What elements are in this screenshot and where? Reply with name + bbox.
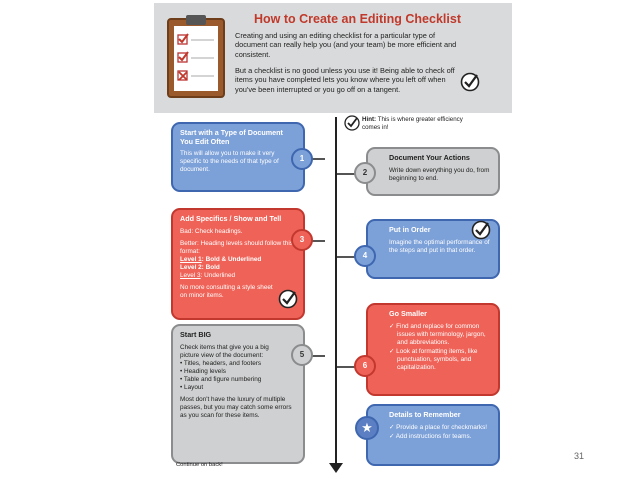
step-title: Go Smaller [389,309,427,318]
intro-paragraph-1: Creating and using an editing checklist … [235,31,457,59]
step-title: Put in Order [389,225,431,234]
step-card-6: Go Smaller Find and replace for common i… [366,303,500,396]
level-1-rule: Level 1: Bold & Underlined [180,255,262,263]
step-card-details: Details to Remember Provide a place for … [366,404,500,466]
connector [305,158,325,160]
timeline-arrow-icon [329,463,343,473]
step-list: Find and replace for common issues with … [375,323,491,372]
step-footer: Most don't have the luxury of multiple p… [180,395,292,419]
level-3-rule: Level 3: Underlined [180,271,236,279]
list-item: Add instructions for teams. [389,433,491,441]
step-number-2: 2 [354,162,376,184]
list-item: Layout [180,384,296,392]
check-circle-icon [471,220,491,240]
step-card-5: Start BIG Check items that give you a bi… [171,324,305,464]
list-item: Titles, headers, and footers [180,360,296,368]
step-number-5: 5 [291,344,313,366]
step-footer: No more consulting a style sheet on mino… [180,283,273,299]
intro-paragraph-2: But a checklist is no good unless you us… [235,66,455,94]
step-body: This will allow you to make it very spec… [180,150,279,174]
step-number-3: 3 [291,229,313,251]
step-card-2: Document Your Actions Write down everyth… [366,147,500,196]
list-item: Find and replace for common issues with … [389,323,491,347]
page-number: 31 [574,451,585,461]
list-item: Provide a place for checkmarks! [389,424,491,432]
hint-check-icon [344,115,360,131]
check-circle-icon [278,289,298,309]
check-circle-icon [460,72,480,92]
connector [305,240,325,242]
step-title: Start BIG [180,330,212,339]
step-number-1: 1 [291,148,313,170]
bad-example: Bad: Check headings. [180,227,243,235]
step-intro: Check items that give you a big picture … [180,343,269,359]
list-item: Heading levels [180,368,296,376]
better-example: Better: Heading levels should follow thi… [180,239,293,255]
connector [337,173,357,175]
step-number-6: 6 [354,355,376,377]
step-card-1: Start with a Type of Document You Edit O… [171,122,305,192]
infographic-slide: How to Create an Editing Checklist Creat… [154,3,512,477]
step-title: Start with a Type of Document You Edit O… [180,128,283,146]
list-item: Table and figure numbering [180,376,296,384]
hint-text: Hint: This is where greater efficiency c… [362,116,463,131]
timeline-line [335,117,337,467]
step-list: Titles, headers, and footers Heading lev… [180,360,296,392]
connector [337,366,357,368]
level-2-rule: Level 2: Bold [180,263,220,271]
step-body: Imagine the optimal performance of the s… [389,238,490,254]
connector [305,355,325,357]
step-body: Write down everything you do, from begin… [389,166,490,182]
clipboard-icon [167,15,225,98]
list-item: Look at formatting items, like punctuati… [389,348,491,372]
step-title: Add Specifics / Show and Tell [180,214,282,223]
step-number-4: 4 [354,245,376,267]
page-title: How to Create an Editing Checklist [254,12,461,26]
step-list: Provide a place for checkmarks! Add inst… [375,424,491,441]
step-title: Details to Remember [389,410,461,419]
continue-note: Continue on back! [176,462,223,468]
star-icon: ★ [355,416,379,440]
step-title: Document Your Actions [389,153,470,162]
connector [337,256,357,258]
header-band: How to Create an Editing Checklist Creat… [154,3,512,113]
